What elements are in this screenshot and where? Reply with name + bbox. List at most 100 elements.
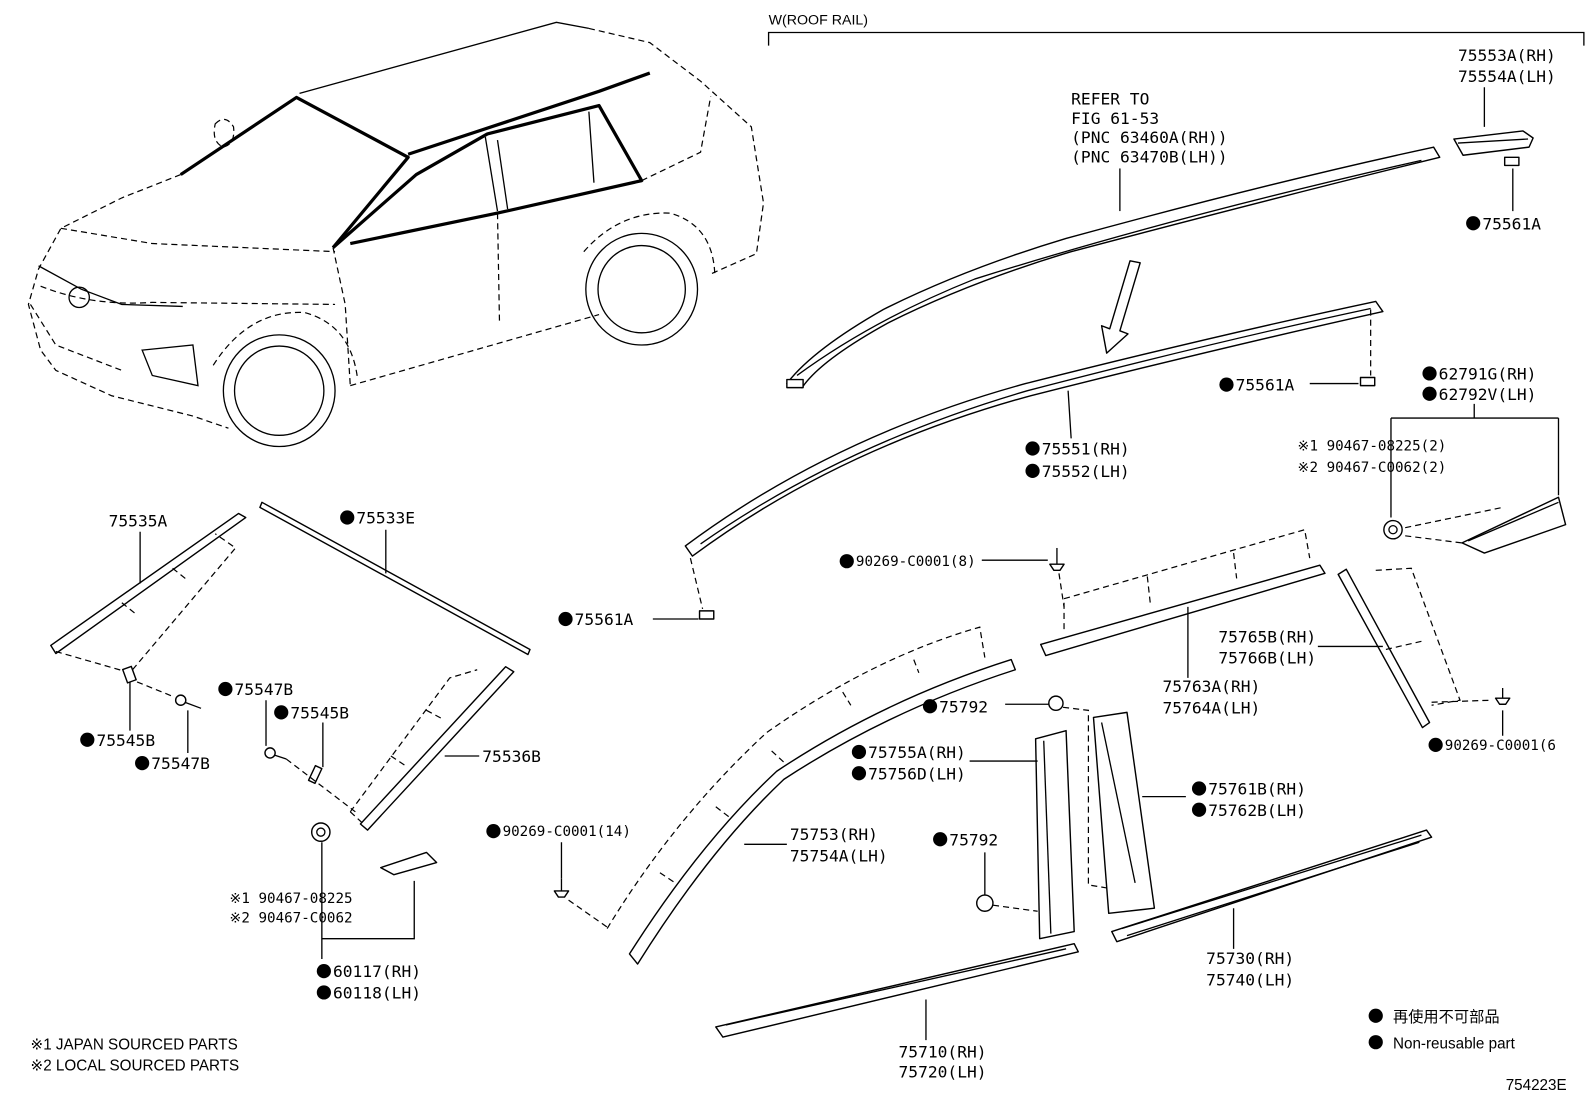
- non-reusable-bullet: [1422, 366, 1437, 381]
- part-number-label: 90269-C0001(8): [856, 554, 976, 570]
- clip-90467: [310, 822, 331, 842]
- legend-bullet: [1368, 1035, 1383, 1050]
- b-pillar: [484, 111, 595, 212]
- pin-90269: [553, 878, 570, 898]
- part-number-label: 75545B: [96, 731, 155, 750]
- roof-rail-group-bracket: [767, 31, 1585, 46]
- pin-75547b: [264, 747, 287, 760]
- part-number-label: 75535A: [109, 512, 168, 531]
- assembly-path: [136, 681, 175, 698]
- part-number-label: 75792: [939, 697, 988, 716]
- non-reusable-bullet: [933, 832, 948, 847]
- roof-outline-rear: [588, 27, 765, 275]
- end-cap-75553a: [1453, 130, 1534, 156]
- part-number-label: 90269-C0001(6: [1445, 738, 1556, 754]
- part-number-label: 75552(LH): [1042, 462, 1130, 481]
- pin-90269: [1049, 547, 1065, 572]
- pillar-garnish-detail: [1043, 740, 1052, 934]
- pillar-garnish-75755a: [1034, 729, 1075, 940]
- non-reusable-bullet: [851, 744, 867, 760]
- part-number-label: 75740(LH): [1206, 970, 1294, 989]
- source-note: ※2 LOCAL SOURCED PARTS: [30, 1058, 239, 1075]
- part-number-label: 75553A(RH): [1458, 46, 1556, 65]
- non-reusable-bullet: [340, 510, 355, 525]
- molding-detail: [725, 948, 1067, 1026]
- reference-note-line: REFER TO: [1071, 90, 1149, 109]
- part-number-label: 75720(LH): [899, 1063, 987, 1082]
- part-number-label: 75554A(LH): [1458, 67, 1556, 86]
- callout-labels: 75553A(RH) 75554A(LH) 75561A 75561A 6279…: [80, 46, 1556, 1082]
- assembly-path: [1431, 699, 1493, 703]
- body-side: [332, 96, 712, 387]
- part-number-label: ※2 90467-C0062(2): [1298, 460, 1447, 476]
- non-reusable-bullet: [274, 705, 289, 720]
- assembly-path: [1375, 567, 1461, 706]
- assembly-path: [55, 533, 237, 674]
- clip-75792: [1048, 695, 1064, 712]
- part-number-label: 75762B(LH): [1208, 801, 1306, 820]
- hood-line: [60, 227, 336, 253]
- front-rim: [233, 345, 325, 436]
- clip-75792: [976, 894, 994, 912]
- molding-75710: [715, 943, 1079, 1038]
- part-number-label: 75730(RH): [1206, 949, 1294, 968]
- assembly-path: [1405, 506, 1503, 544]
- clip-90467: [1383, 519, 1403, 540]
- non-reusable-bullet: [1025, 463, 1040, 478]
- non-reusable-bullet: [558, 611, 573, 627]
- figure-id: 754223E: [1506, 1077, 1567, 1094]
- front-tire: [222, 334, 336, 448]
- molding-75730: [1111, 829, 1433, 943]
- windshield-frame: [179, 95, 410, 249]
- part-number-label: 75710(RH): [899, 1042, 987, 1061]
- molding-75535a: [50, 512, 247, 655]
- part-number-label: ※2 90467-C0062: [229, 910, 352, 926]
- clip-75561a: [1359, 376, 1376, 387]
- part-number-label: 90269-C0001(14): [503, 824, 631, 840]
- emblem: [68, 286, 91, 309]
- reference-note: REFER TO FIG 61-53 (PNC 63460A(RH)) (PNC…: [1071, 90, 1228, 212]
- leader-lines: [129, 87, 1514, 1041]
- leader-bracket: [1390, 403, 1560, 518]
- legend: 再使用不可部品 Non-reusable part: [1368, 1008, 1516, 1052]
- non-reusable-bullet: [851, 766, 867, 781]
- garnish-detail: [1467, 501, 1559, 542]
- non-reusable-bullet: [80, 732, 95, 747]
- assembly-path: [689, 309, 1372, 610]
- fog-lamp: [141, 344, 199, 387]
- pin-75547b: [174, 694, 202, 709]
- non-reusable-bullet: [839, 554, 854, 569]
- part-number-label: 62792V(LH): [1439, 385, 1537, 404]
- molding-detail: [1121, 834, 1422, 937]
- non-reusable-bullet: [1466, 216, 1481, 231]
- part-number-label: ※1 90467-08225(2): [1298, 439, 1447, 455]
- reference-note-line: (PNC 63460A(RH)): [1071, 128, 1227, 147]
- part-number-label: 75551(RH): [1042, 440, 1130, 459]
- non-reusable-bullet: [1191, 802, 1207, 817]
- part-number-label: ※1 90467-08225: [229, 891, 352, 907]
- non-reusable-bullet: [1422, 386, 1437, 401]
- non-reusable-bullet: [1219, 377, 1234, 392]
- part-number-label: 75536B: [482, 747, 541, 766]
- leader-bracket: [321, 842, 415, 959]
- rear-tire: [585, 232, 699, 346]
- source-note: ※1 JAPAN SOURCED PARTS: [30, 1036, 237, 1053]
- vehicle-illustration: [27, 21, 765, 448]
- front-face: [29, 285, 336, 371]
- part-number-label: 60117(RH): [333, 962, 421, 981]
- non-reusable-bullet: [135, 756, 150, 771]
- non-reusable-bullet: [1191, 781, 1207, 796]
- headlight: [38, 265, 183, 308]
- roof-outline: [299, 21, 589, 94]
- part-number-label: 75533E: [356, 509, 415, 528]
- part-number-label: 75764A(LH): [1163, 698, 1261, 717]
- part-number-label: 60118(LH): [333, 984, 421, 1003]
- non-reusable-bullet: [486, 823, 501, 839]
- roof-rail-assembly: [786, 146, 1441, 389]
- clip-75545b: [121, 665, 137, 684]
- legend-label-ja: 再使用不可部品: [1393, 1009, 1500, 1026]
- legend-label-en: Non-reusable part: [1393, 1035, 1516, 1052]
- mirror: [213, 118, 235, 148]
- cover-60117: [380, 851, 438, 876]
